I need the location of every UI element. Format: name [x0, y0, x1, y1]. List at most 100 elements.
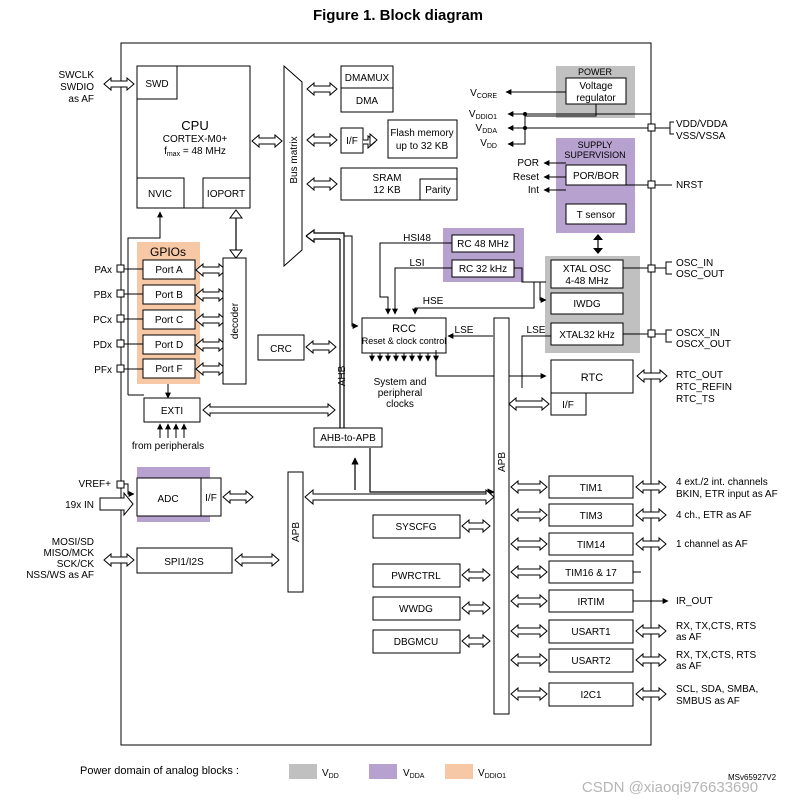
tsensor-label: T sensor: [577, 210, 616, 221]
por-bor-block: [565, 164, 627, 186]
legend-vdda: VDDA: [369, 764, 425, 780]
nrst-pin: [647, 180, 656, 189]
flash-label: Flash memory: [390, 128, 453, 139]
svg-text:PCx: PCx: [93, 315, 112, 326]
svg-text:TIM1: TIM1: [580, 483, 603, 494]
apb-right-bus: [493, 317, 510, 715]
usart2-label: USART2: [571, 656, 611, 667]
iwdg-label: IWDG: [573, 299, 600, 310]
svg-text:SUPPLY: SUPPLY: [578, 140, 613, 150]
apb-right-label: APB: [497, 452, 508, 472]
svg-text:Int: Int: [528, 185, 539, 196]
sram-size: 12 KB: [373, 185, 401, 196]
spi-pin-arrow: [103, 553, 135, 567]
sram-bus-arrow: [306, 177, 338, 191]
svg-text:MOSI/SD: MOSI/SD: [52, 537, 94, 548]
tim14-block: [548, 532, 634, 556]
wwdg-label: WWDG: [399, 604, 433, 615]
pwrctrl-apb-arrow: [461, 567, 491, 583]
svg-text:RTC_TS: RTC_TS: [676, 394, 715, 405]
dma-block: [340, 87, 394, 113]
external-signal-arrows: [633, 480, 669, 701]
tim3-block: [548, 503, 634, 527]
svg-text:NSS/WS as AF: NSS/WS as AF: [26, 570, 94, 581]
bus-matrix-label: Bus matrix: [289, 136, 300, 183]
xtal-osc-label: XTAL OSC: [563, 264, 611, 275]
svg-text:TIM3: TIM3: [580, 511, 603, 522]
pwrctrl-label: PWRCTRL: [391, 571, 441, 582]
svg-text:I/F: I/F: [346, 136, 358, 147]
supervision-outputs: POR Reset Int: [513, 158, 566, 196]
rcc-out-label-2: peripheral: [378, 388, 422, 399]
figure-code: MSv65927V2: [728, 773, 777, 782]
svg-text:PFx: PFx: [94, 365, 112, 376]
osc-signals: OSC_IN OSC_OUT: [655, 258, 724, 280]
voltage-regulator-block: [565, 77, 627, 105]
swd-block: [136, 65, 178, 100]
crc-block: [257, 334, 305, 361]
hse-label: HSE: [423, 296, 444, 307]
svg-text:SWDIO: SWDIO: [60, 82, 94, 93]
decoder-label: decoder: [230, 302, 241, 339]
svg-text:SUPERVISION: SUPERVISION: [564, 150, 625, 160]
dma-bus-arrow: [306, 82, 338, 96]
ahb-label: AHB: [337, 365, 348, 386]
dma-label: DMA: [356, 96, 379, 107]
dbgmcu-block: [372, 629, 461, 654]
tim1-block: [548, 475, 634, 499]
rtc-signal-arrow: [636, 369, 668, 383]
svg-text:VDD: VDD: [480, 138, 497, 150]
bus-matrix: [283, 64, 303, 268]
svg-text:VCORE: VCORE: [470, 88, 497, 100]
apb-link-arrow: [304, 488, 495, 506]
nvic-block: [136, 177, 185, 209]
ahb-bus-line: [305, 228, 345, 428]
svg-text:OSCX_OUT: OSCX_OUT: [676, 339, 731, 350]
wwdg-block: [372, 596, 461, 621]
swd-arrow: [103, 77, 135, 91]
svg-text:SWCLK: SWCLK: [58, 70, 94, 81]
svg-text:MISO/MCK: MISO/MCK: [43, 548, 94, 559]
rcc-block: [361, 317, 447, 354]
spi-apb-arrow: [234, 552, 280, 568]
flash-block: [387, 119, 458, 159]
adc-in-arrow: [99, 491, 134, 517]
svg-text:Reset: Reset: [513, 172, 539, 183]
chip-boundary: [120, 42, 652, 746]
crc-ahb-arrow: [305, 340, 337, 354]
legend-label: Power domain of analog blocks :: [80, 765, 239, 777]
xtal-osc-freq: 4-48 MHz: [565, 276, 608, 287]
rtc-if-block: [550, 392, 587, 416]
rtc-apb-arrow: [508, 396, 550, 412]
adc-if-label: I/F: [205, 493, 217, 504]
cpu-label: CPU: [181, 118, 208, 133]
svg-text:RX, TX,CTS, RTS: RX, TX,CTS, RTS: [676, 621, 757, 632]
rtc-signals: RTC_OUT RTC_REFIN RTC_TS: [676, 370, 732, 405]
rtc-block: [550, 359, 634, 394]
svg-text:VDDIO1: VDDIO1: [469, 109, 497, 121]
spi-signals: MOSI/SD MISO/MCK SCK/CK NSS/WS as AF: [26, 537, 94, 581]
por-bor-label: POR/BOR: [573, 171, 619, 182]
dmamux-label: DMAMUX: [345, 73, 390, 84]
rcc-output-arrows: [369, 353, 439, 362]
svg-text:Voltage: Voltage: [579, 81, 613, 92]
hsi48-label: HSI48: [403, 233, 431, 244]
rtc-label: RTC: [581, 372, 603, 384]
decoder-block: [222, 257, 247, 385]
nvic-label: NVIC: [148, 189, 172, 200]
svg-text:VDDA: VDDA: [403, 768, 425, 780]
tsensor-block: [565, 203, 627, 225]
svg-text:OSC_IN: OSC_IN: [676, 258, 713, 269]
usart1-label: USART1: [571, 627, 611, 638]
i2c1-block: [548, 682, 634, 707]
svg-text:4 ch., ETR as AF: 4 ch., ETR as AF: [676, 510, 752, 521]
cpu-freq-label: fmax = 48 MHz: [164, 146, 226, 158]
port-decoder-arrows: [195, 263, 227, 376]
svg-text:VDDIO1: VDDIO1: [478, 768, 506, 780]
svg-text:RX, TX,CTS, RTS: RX, TX,CTS, RTS: [676, 650, 757, 661]
lse-label-2: LSE: [527, 325, 546, 336]
osc-pin: [647, 264, 656, 273]
svg-text:as AF: as AF: [68, 94, 94, 105]
irtim-label: IRTIM: [577, 597, 604, 608]
